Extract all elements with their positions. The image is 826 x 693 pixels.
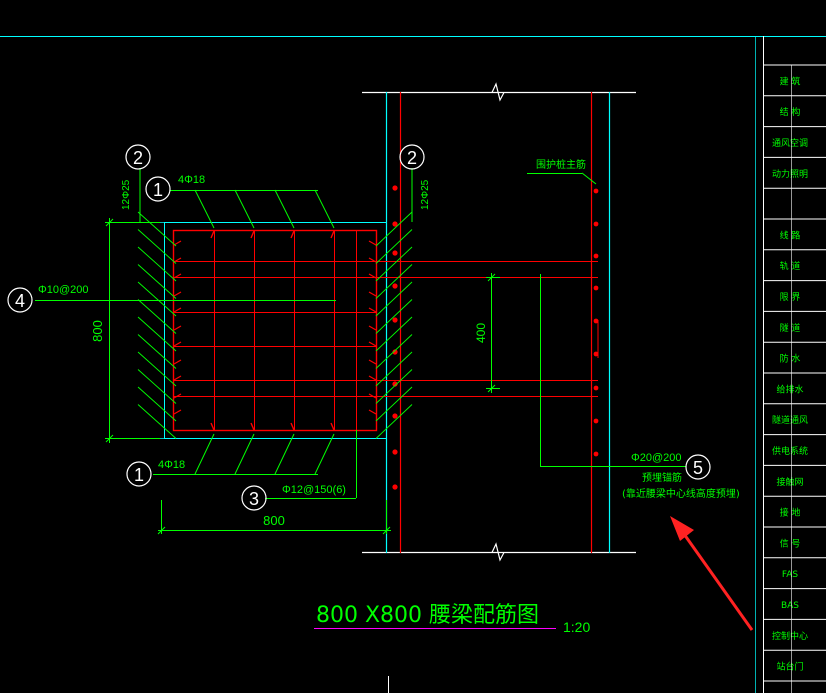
- table-cell: 信 号: [780, 537, 801, 549]
- table-cell: 隧 道: [780, 322, 801, 334]
- table-cell: 供电系统: [772, 445, 808, 457]
- marker-2-right: 2: [407, 148, 417, 168]
- pile-rebar-dots: [392, 185, 599, 490]
- marker-1-top: 1: [153, 180, 163, 200]
- table-cell: 结 构: [780, 106, 801, 118]
- annotation-lines: [35, 168, 686, 535]
- side-bars-left-label: 12Φ25: [121, 179, 132, 210]
- marker-3: 3: [249, 489, 259, 509]
- table-cell: 接触网: [776, 476, 803, 488]
- dim-400: 400: [474, 323, 488, 343]
- dim-horizontal: 800: [263, 513, 285, 528]
- anchor-spec-label: Φ20@200: [631, 452, 682, 464]
- table-cell: 线 路: [780, 229, 801, 241]
- anchor-note-label: (靠近腰梁中心线高度预埋): [622, 487, 740, 500]
- top-bars-label: 4Φ18: [178, 174, 205, 186]
- table-cell: 给排水: [776, 383, 803, 395]
- table-cell: 建 筑: [780, 75, 801, 87]
- dim-vertical: 800: [90, 320, 105, 342]
- rebar-hooks: [173, 230, 377, 431]
- table-cell: 隧道通风: [772, 414, 808, 426]
- table-cell: 控制中心: [772, 630, 808, 642]
- side-bars-right-label: 12Φ25: [420, 179, 431, 210]
- table-cell: 轨 道: [780, 260, 801, 272]
- pile-rebar-label: 围护桩主筋: [536, 158, 586, 171]
- marker-5: 5: [693, 458, 703, 478]
- table-cell: 动力照明: [772, 168, 808, 180]
- table-cell: 通风空调: [772, 137, 808, 149]
- bottom-bars-label: 4Φ18: [158, 459, 185, 471]
- table-cell: 接 地: [780, 507, 801, 519]
- anchor-name-label: 预埋锚筋: [642, 471, 682, 484]
- red-arrow-annotation: [670, 516, 754, 631]
- table-cell: BAS: [781, 601, 799, 611]
- marker-2-left: 2: [133, 148, 143, 168]
- beam-rebar-cage: [172, 229, 598, 432]
- tie-bar-label: Φ12@150(6): [282, 484, 346, 496]
- drawing-scale: 1:20: [563, 619, 590, 635]
- side-bar-leaders: [137, 211, 413, 439]
- table-cell: FAS: [782, 570, 799, 580]
- table-cell: 防 水: [780, 353, 801, 365]
- table-cell: 限 界: [780, 292, 801, 303]
- marker-1-bottom: 1: [134, 465, 144, 485]
- table-cell: 站台门: [776, 661, 803, 673]
- stirrup-label: Φ10@200: [38, 284, 89, 296]
- drawing-title: 800 X800 腰梁配筋图: [316, 603, 539, 628]
- reference-markers: [7, 144, 711, 511]
- marker-4: 4: [15, 291, 25, 311]
